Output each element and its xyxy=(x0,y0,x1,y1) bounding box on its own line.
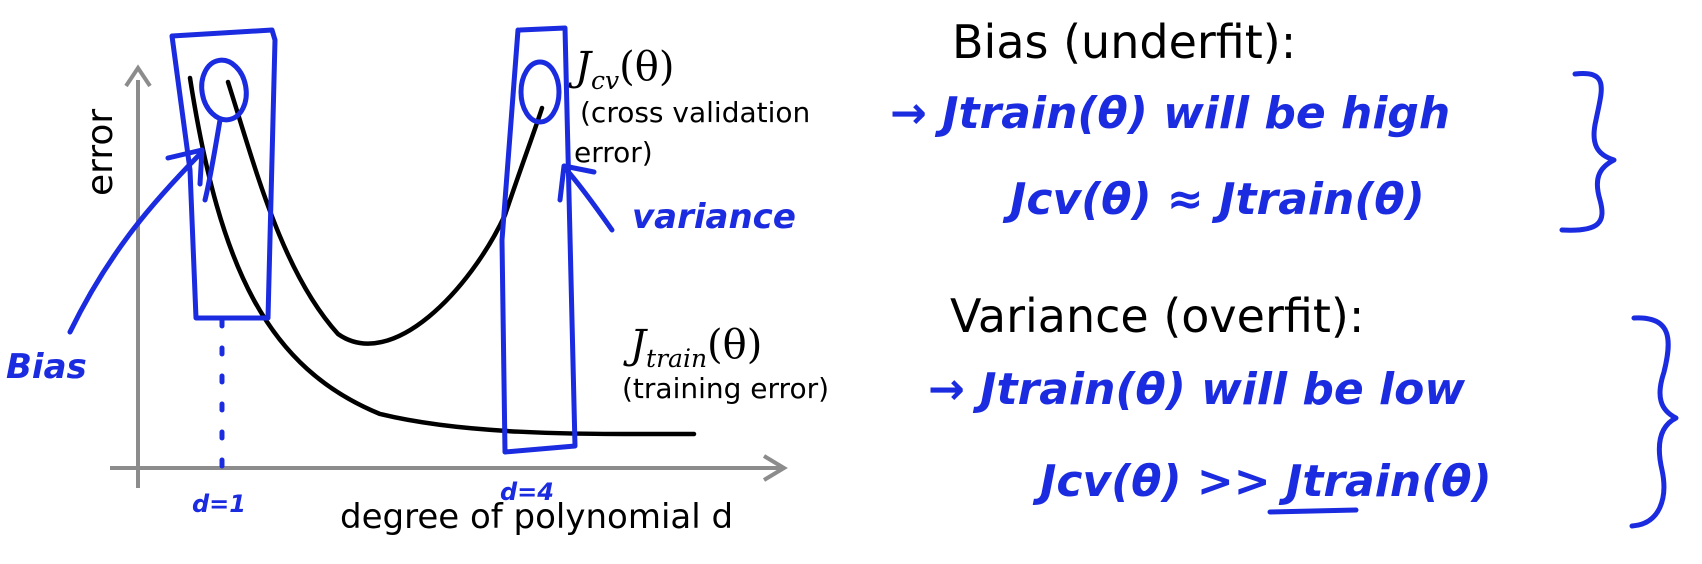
d1-label: d=1 xyxy=(192,490,246,518)
variance-underline xyxy=(1267,507,1359,515)
cv-error-curve xyxy=(225,79,545,346)
d4-label: d=4 xyxy=(500,478,554,506)
variance-label: variance xyxy=(632,197,796,237)
bias-pointer-arrow xyxy=(67,147,205,335)
x-axis-arrowhead xyxy=(762,454,788,482)
variance-brace xyxy=(1629,315,1679,529)
bias-region-box xyxy=(169,27,278,321)
bias-annotation: Bias d=1 xyxy=(6,27,278,518)
bias-circle-tail xyxy=(202,117,223,203)
bias-line-2: Jcv(θ) ≈ Jtrain(θ) xyxy=(1002,174,1425,225)
variance-annotation: variance d=4 xyxy=(499,25,796,506)
training-error-curve xyxy=(187,75,697,437)
bias-heading: Bias (underfit): xyxy=(952,15,1296,69)
variance-pointer-arrow xyxy=(557,163,615,233)
train-curve-label: Jtrain(θ) (training error) xyxy=(622,322,829,405)
variance-heading: Variance (overfit): xyxy=(950,289,1364,343)
bias-label: Bias xyxy=(6,347,87,387)
svg-text:Jtrain(θ): Jtrain(θ) xyxy=(623,322,762,373)
cv-curve-description-2: error) xyxy=(574,136,653,169)
variance-region-box xyxy=(499,25,578,455)
cv-curve-label: Jcv(θ) (cross validation error) xyxy=(568,44,810,169)
variance-circle xyxy=(518,59,562,125)
y-axis-label: error xyxy=(80,109,121,196)
cv-curve-description-1: (cross validation xyxy=(580,96,810,129)
svg-text:Jcv(θ): Jcv(θ) xyxy=(568,44,674,95)
variance-section: Variance (overfit): → Jtrain(θ) will be … xyxy=(928,289,1679,529)
y-axis-arrowhead xyxy=(124,64,152,88)
x-axis-label: degree of polynomial d xyxy=(340,497,733,537)
variance-line-2: Jcv(θ) >> Jtrain(θ) xyxy=(1032,456,1492,507)
bias-line-1: → Jtrain(θ) will be high xyxy=(890,88,1450,139)
bias-section: Bias (underfit): → Jtrain(θ) will be hig… xyxy=(890,15,1617,233)
bias-brace xyxy=(1559,71,1617,233)
train-curve-description: (training error) xyxy=(622,372,829,405)
variance-line-1: → Jtrain(θ) will be low xyxy=(928,364,1465,415)
bias-circle xyxy=(199,57,249,123)
